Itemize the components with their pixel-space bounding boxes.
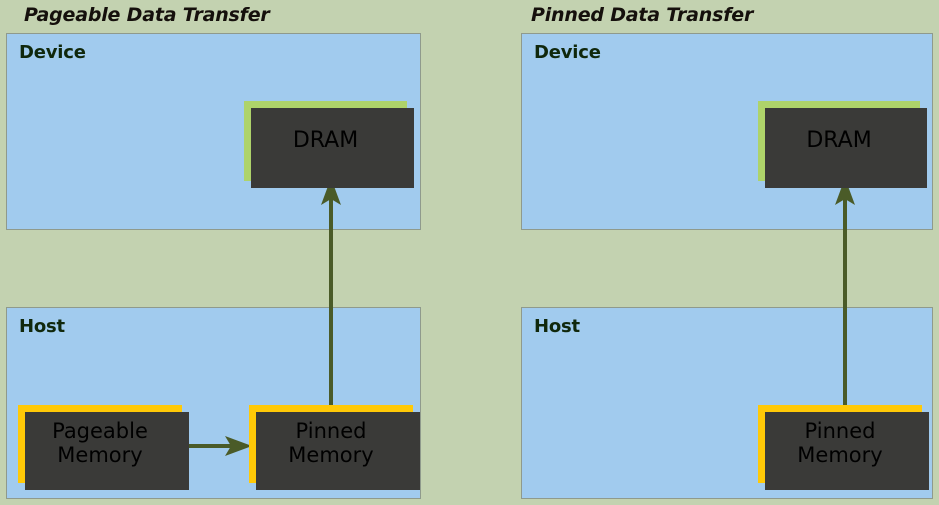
node-label-line-2: Memory [797, 443, 883, 467]
node-label-pinned-memory: Pinned Memory [288, 420, 373, 467]
node-label-line-1: Pageable [52, 419, 148, 444]
node-shadow [251, 108, 414, 188]
panel-label-host: Host [19, 316, 65, 337]
diagram-title-pageable: Pageable Data Transfer [24, 4, 270, 26]
panel-label-device: Device [19, 42, 86, 63]
node-label-pinned-memory: Pinned Memory [797, 420, 882, 467]
node-label-pageable-memory: Pageable Memory [52, 420, 148, 467]
diagram-title-pinned: Pinned Data Transfer [531, 4, 754, 26]
node-shadow [25, 412, 189, 490]
node-shadow [765, 412, 929, 490]
node-shadow [765, 108, 927, 188]
node-pageable-memory: Pageable Memory [18, 405, 189, 490]
node-label-dram: DRAM [292, 127, 359, 153]
node-label-dram: DRAM [806, 127, 872, 153]
panel-label-device: Device [534, 42, 601, 63]
node-dram-pageable: DRAM [244, 101, 414, 188]
node-label-line-1: Pinned [295, 419, 367, 444]
node-label-line-1: Pinned [804, 419, 876, 444]
node-label-line-2: Memory [288, 443, 374, 467]
node-pinned-memory-pageable: Pinned Memory [249, 405, 420, 490]
panel-label-host: Host [534, 316, 580, 337]
node-shadow [256, 412, 420, 490]
node-label-line-2: Memory [57, 443, 143, 467]
node-dram-pinned: DRAM [758, 101, 927, 188]
node-pinned-memory-pinned: Pinned Memory [758, 405, 929, 490]
